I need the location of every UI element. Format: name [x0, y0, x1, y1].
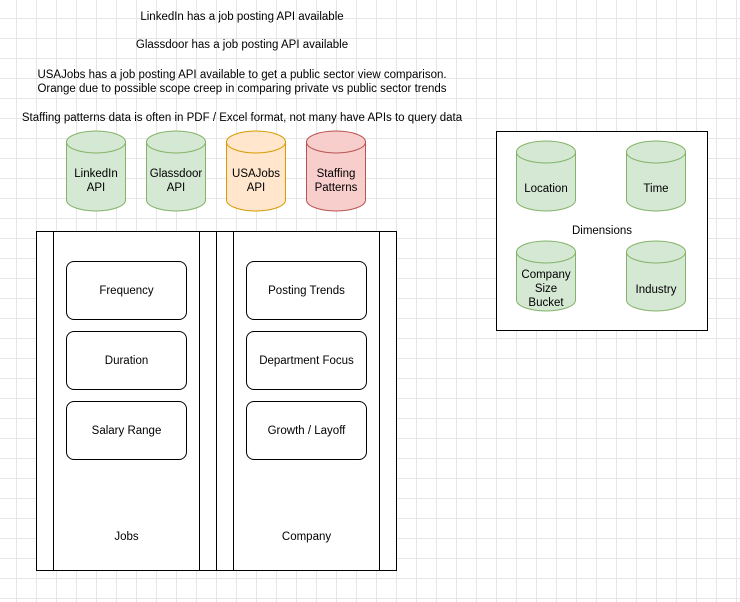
lane-divider: [217, 232, 234, 570]
cylinder-label-line: API: [166, 182, 186, 194]
cylinder-label-line: USAJobs: [232, 168, 280, 180]
lane-title-company: Company: [281, 531, 332, 543]
note-staffing: Staffing patterns data is often in PDF /…: [21, 112, 463, 124]
lane-divider: [199, 232, 216, 570]
card-growth-layoff[interactable]: Growth / Layoff: [246, 401, 367, 460]
note-usajobs: USAJobs has a job posting API available …: [37, 69, 447, 81]
cylinder-label-line: Time: [643, 183, 669, 195]
cylinder-label-line: Staffing: [316, 168, 356, 180]
cylinder-glassdoor-api[interactable]: Glassdoor API: [146, 130, 206, 212]
card-department-focus[interactable]: Department Focus: [246, 331, 367, 390]
cylinder-label-line: Size: [534, 283, 558, 295]
card-posting-trends[interactable]: Posting Trends: [246, 261, 367, 320]
cylinder-label-line: Bucket: [528, 297, 564, 309]
cylinder-usajobs-api[interactable]: USAJobs API: [226, 130, 286, 212]
dimensions-title: Dimensions: [571, 225, 633, 237]
lane-divider: [37, 232, 54, 570]
lane-title-jobs: Jobs: [114, 531, 139, 543]
cylinder-company-size-bucket[interactable]: Company Size Bucket: [516, 240, 576, 312]
cylinder-label-line: API: [86, 182, 106, 194]
card-frequency[interactable]: Frequency: [66, 261, 187, 320]
cylinder-location[interactable]: Location: [516, 140, 576, 212]
cylinder-label-line: Glassdoor: [149, 168, 203, 180]
cylinder-label-line: LinkedIn: [74, 168, 118, 180]
card-duration[interactable]: Duration: [66, 331, 187, 390]
note-orange-scope: Orange due to possible scope creep in co…: [37, 83, 447, 95]
cylinder-label-line: Location: [524, 183, 568, 195]
cylinder-label-line: API: [246, 182, 266, 194]
cylinder-linkedin-api[interactable]: LinkedIn API: [66, 130, 126, 212]
note-glassdoor: Glassdoor has a job posting API availabl…: [135, 39, 349, 51]
cylinder-label-line: Patterns: [314, 182, 358, 194]
lane-divider: [379, 232, 396, 570]
note-linkedin: LinkedIn has a job posting API available: [140, 11, 344, 23]
card-salary-range[interactable]: Salary Range: [66, 401, 187, 460]
cylinder-label-line: Industry: [635, 284, 677, 296]
cylinder-industry[interactable]: Industry: [626, 240, 686, 312]
cylinder-time[interactable]: Time: [626, 140, 686, 212]
cylinder-staffing-patterns[interactable]: Staffing Patterns: [306, 130, 366, 212]
cylinder-label-line: Company: [521, 269, 571, 281]
